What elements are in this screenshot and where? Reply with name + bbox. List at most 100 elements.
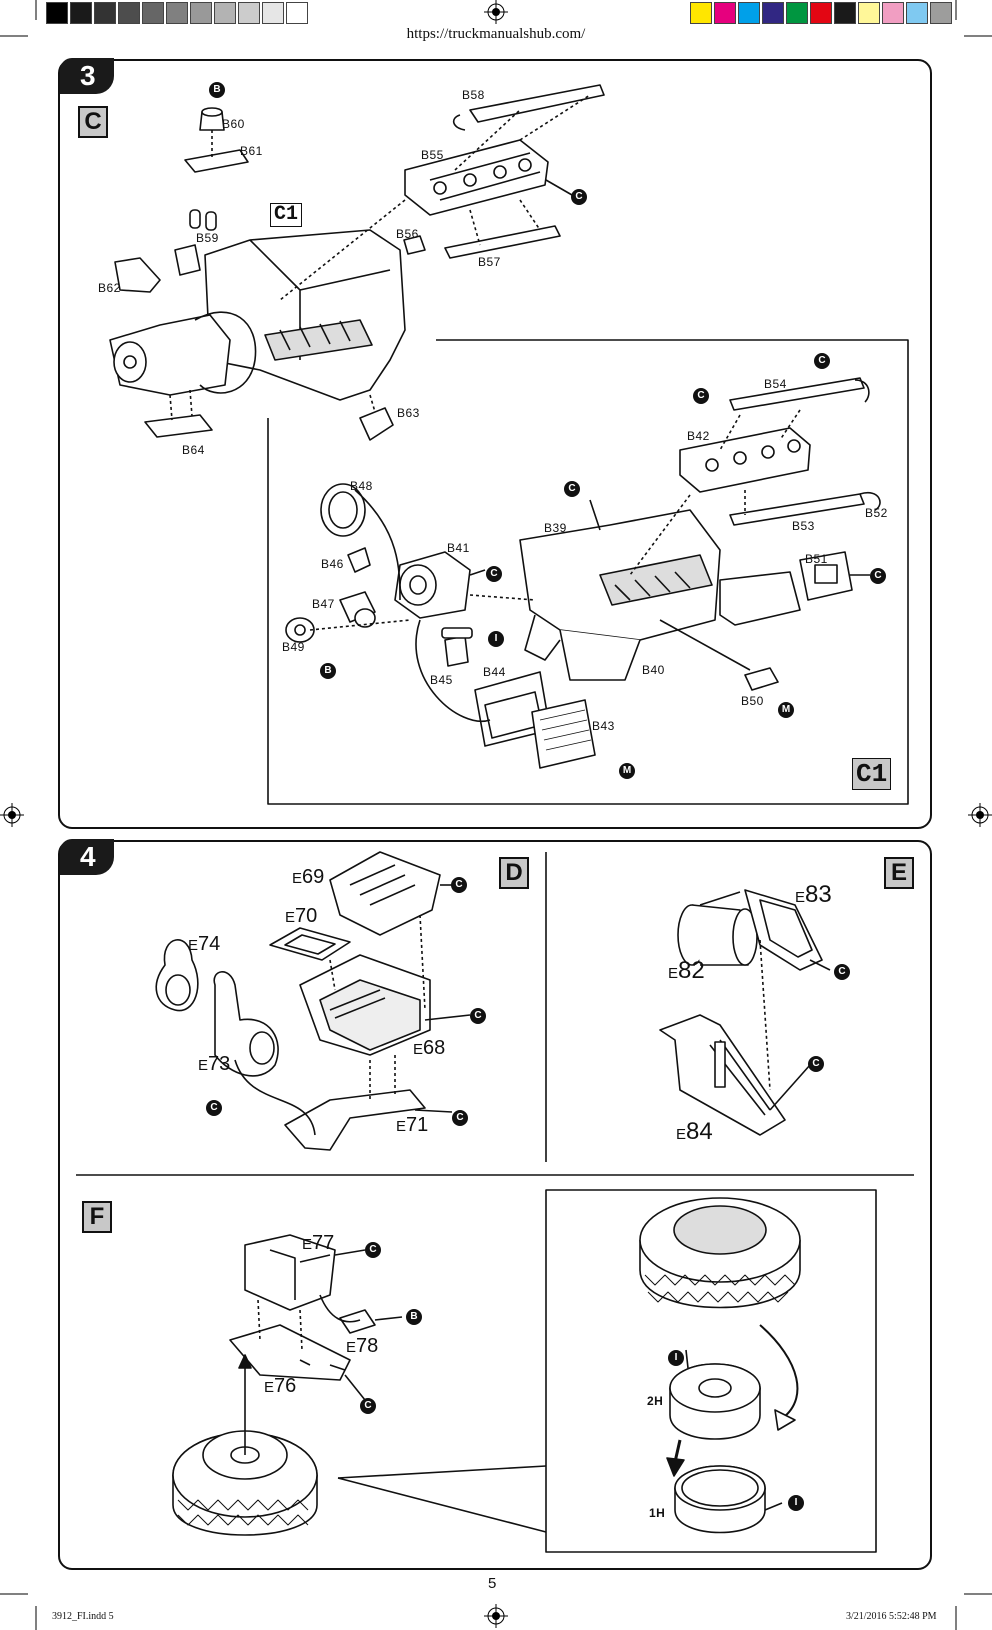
part-label: B44 bbox=[483, 665, 506, 679]
step-4-panel bbox=[58, 840, 932, 1570]
part-label: B52 bbox=[865, 506, 888, 520]
color-swatch bbox=[738, 2, 760, 24]
section-c-label: C bbox=[78, 106, 108, 138]
part-label: B59 bbox=[196, 231, 219, 245]
marker-c: C bbox=[564, 481, 580, 497]
part-label-e84: E84 bbox=[676, 1118, 713, 1145]
part-label: B42 bbox=[687, 429, 710, 443]
step-3-number: 3 bbox=[60, 58, 114, 94]
subassembly-c1-tag: C1 bbox=[270, 203, 303, 227]
section-f-label: F bbox=[82, 1201, 112, 1233]
marker-c: C bbox=[834, 964, 850, 980]
part-label: B58 bbox=[462, 88, 485, 102]
marker-c: C bbox=[486, 566, 502, 582]
color-swatch bbox=[882, 2, 904, 24]
part-label: B51 bbox=[805, 552, 828, 566]
marker-c: C bbox=[365, 1242, 381, 1258]
part-label: B47 bbox=[312, 597, 335, 611]
marker-b: B bbox=[320, 663, 336, 679]
step-4-number: 4 bbox=[60, 839, 114, 875]
grey-swatch bbox=[118, 2, 140, 24]
part-label: B43 bbox=[592, 719, 615, 733]
part-label-e82: E82 bbox=[668, 957, 705, 984]
color-swatch bbox=[810, 2, 832, 24]
part-label: B55 bbox=[421, 148, 444, 162]
grey-swatch bbox=[190, 2, 212, 24]
part-label-e69: E69 bbox=[292, 866, 325, 888]
part-label: B63 bbox=[397, 406, 420, 420]
part-label-e76: E76 bbox=[264, 1375, 297, 1397]
part-label: B56 bbox=[396, 227, 419, 241]
part-label: B41 bbox=[447, 541, 470, 555]
color-swatch bbox=[786, 2, 808, 24]
marker-c: C bbox=[360, 1398, 376, 1414]
part-label: B46 bbox=[321, 557, 344, 571]
part-label: B64 bbox=[182, 443, 205, 457]
grey-swatch bbox=[142, 2, 164, 24]
marker-c: C bbox=[470, 1008, 486, 1024]
part-label: B45 bbox=[430, 673, 453, 687]
subassembly-c1-tag: C1 bbox=[852, 758, 892, 790]
color-swatch bbox=[906, 2, 928, 24]
part-label: B50 bbox=[741, 694, 764, 708]
footer-file: 3912_FI.indd 5 bbox=[52, 1611, 114, 1622]
part-label-e77: E77 bbox=[302, 1232, 335, 1254]
grey-swatch bbox=[46, 2, 68, 24]
part-label: B39 bbox=[544, 521, 567, 535]
part-label-e71: E71 bbox=[396, 1114, 429, 1136]
marker-m: M bbox=[619, 763, 635, 779]
grey-swatch bbox=[166, 2, 188, 24]
part-label: B54 bbox=[764, 377, 787, 391]
part-label: B57 bbox=[478, 255, 501, 269]
rim-label: 2H bbox=[647, 1394, 664, 1408]
part-label: B48 bbox=[350, 479, 373, 493]
marker-c: C bbox=[452, 1110, 468, 1126]
footer-timestamp: 3/21/2016 5:52:48 PM bbox=[846, 1611, 937, 1622]
part-label-e78: E78 bbox=[346, 1335, 379, 1357]
grey-swatch bbox=[262, 2, 284, 24]
color-swatch bbox=[930, 2, 952, 24]
color-swatch bbox=[762, 2, 784, 24]
page-number: 5 bbox=[488, 1575, 497, 1592]
marker-c: C bbox=[814, 353, 830, 369]
part-label: B53 bbox=[792, 519, 815, 533]
marker-i: I bbox=[788, 1495, 804, 1511]
grey-swatch bbox=[70, 2, 92, 24]
marker-c: C bbox=[206, 1100, 222, 1116]
grey-swatch bbox=[94, 2, 116, 24]
part-label-e68: E68 bbox=[413, 1037, 446, 1059]
color-swatch bbox=[714, 2, 736, 24]
part-label: B60 bbox=[222, 117, 245, 131]
marker-c: C bbox=[451, 877, 467, 893]
part-label: B40 bbox=[642, 663, 665, 677]
marker-i: I bbox=[488, 631, 504, 647]
part-label-e73: E73 bbox=[198, 1053, 231, 1075]
marker-b: B bbox=[209, 82, 225, 98]
color-swatch bbox=[858, 2, 880, 24]
grey-swatch bbox=[238, 2, 260, 24]
part-label: B61 bbox=[240, 144, 263, 158]
color-swatch bbox=[834, 2, 856, 24]
marker-b: B bbox=[406, 1309, 422, 1325]
section-d-label: D bbox=[499, 857, 529, 889]
part-label-e83: E83 bbox=[795, 881, 832, 908]
grey-swatch bbox=[214, 2, 236, 24]
marker-c: C bbox=[870, 568, 886, 584]
section-e-label: E bbox=[884, 857, 914, 889]
source-url[interactable]: https://truckmanualshub.com/ bbox=[406, 26, 586, 42]
part-label: B62 bbox=[98, 281, 121, 295]
part-label: B49 bbox=[282, 640, 305, 654]
part-label-e70: E70 bbox=[285, 905, 318, 927]
ring-label: 1H bbox=[649, 1506, 666, 1520]
marker-i: I bbox=[668, 1350, 684, 1366]
marker-c: C bbox=[808, 1056, 824, 1072]
step-3-panel bbox=[58, 59, 932, 829]
marker-c: C bbox=[693, 388, 709, 404]
marker-c: C bbox=[571, 189, 587, 205]
color-swatch bbox=[690, 2, 712, 24]
part-label-e74: E74 bbox=[188, 933, 221, 955]
marker-m: M bbox=[778, 702, 794, 718]
